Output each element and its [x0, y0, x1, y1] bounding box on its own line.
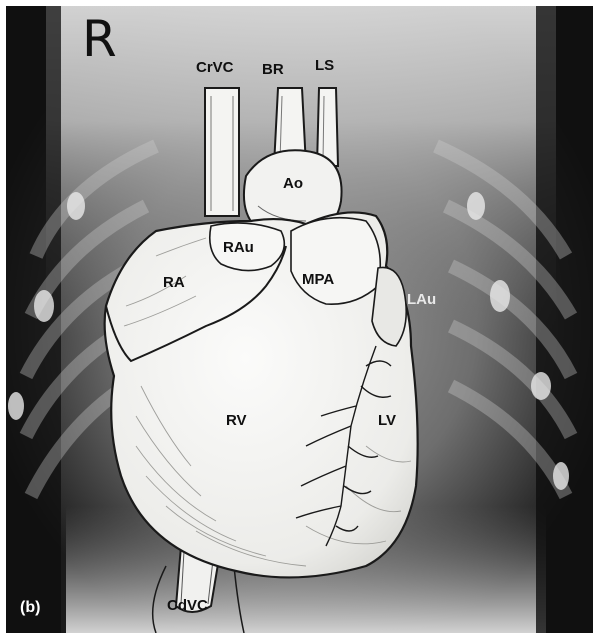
- right-edge-shadow: [536, 6, 593, 633]
- label-ls: LS: [315, 58, 334, 73]
- main-pulmonary-artery: [291, 218, 380, 305]
- left-edge-shadow: [6, 6, 61, 633]
- label-cdvc: CdVC: [167, 598, 208, 613]
- heart: [105, 212, 418, 577]
- panel-label: (b): [20, 600, 40, 616]
- label-br: BR: [262, 62, 284, 77]
- radiograph-background: [6, 6, 593, 633]
- orientation-marker: R: [82, 14, 117, 64]
- label-crvc: CrVC: [196, 60, 234, 75]
- cranial-vena-cava: [205, 88, 239, 216]
- label-rv: RV: [226, 413, 247, 428]
- label-ra: RA: [163, 275, 185, 290]
- label-ao: Ao: [283, 176, 303, 191]
- label-mpa: MPA: [302, 272, 334, 287]
- label-lau: LAu: [407, 292, 436, 307]
- label-lv: LV: [378, 413, 396, 428]
- label-rau: RAu: [223, 240, 254, 255]
- radiograph-illustration: [6, 6, 593, 633]
